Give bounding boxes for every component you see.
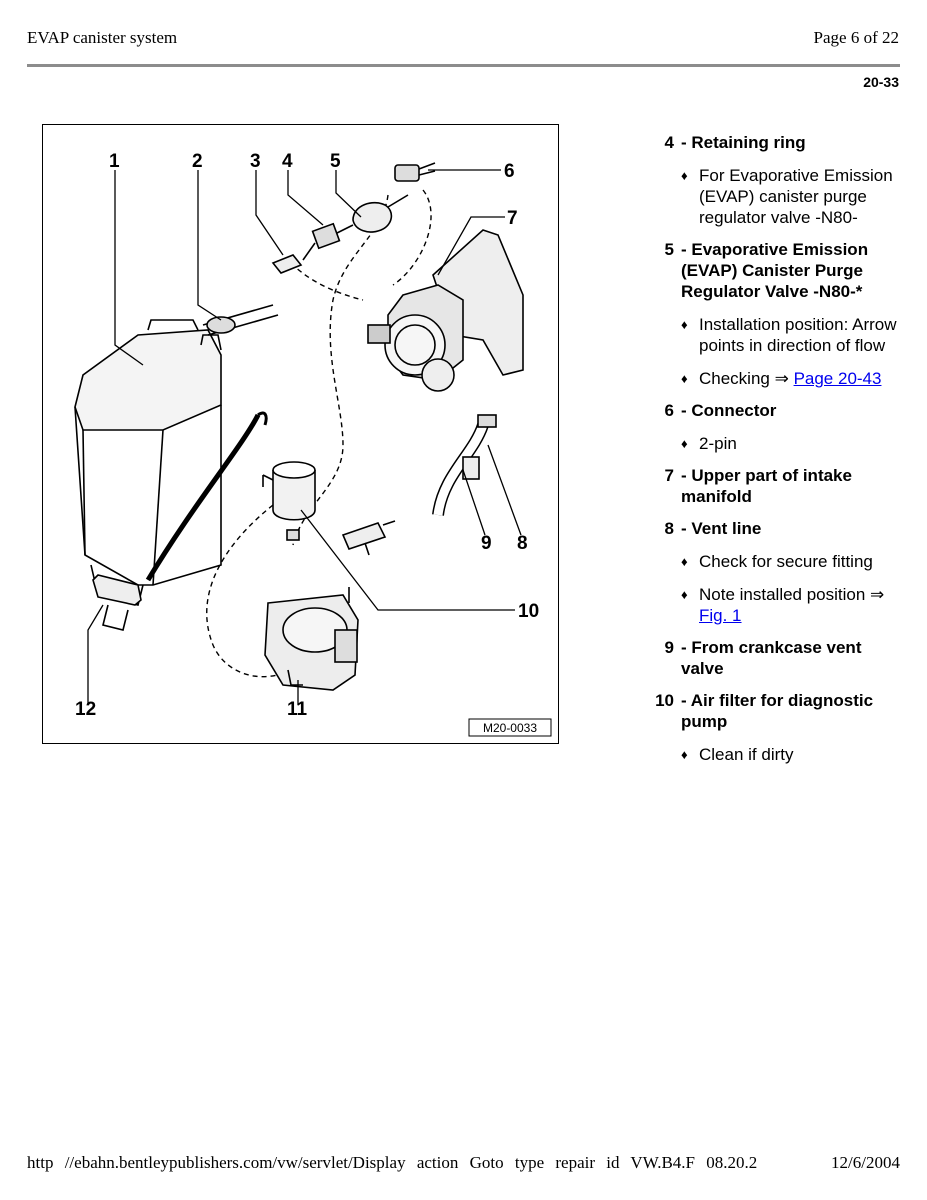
page-indicator: Page 6 of 22 <box>813 28 899 47</box>
diamond-bullet-icon: ♦ <box>681 371 688 386</box>
legend-bullet: ♦ Installation position: Arrow points in … <box>681 314 904 356</box>
evap-system-diagram: 1 2 3 4 5 6 7 8 9 10 11 12 M20-0033 <box>42 124 559 744</box>
legend-bullet: ♦ Checking ⇒ Page 20-43 <box>681 368 904 389</box>
legend-title: Connector <box>691 401 777 420</box>
header-divider <box>27 64 900 67</box>
callout-1: 1 <box>109 151 120 172</box>
legend-bullet: ♦ Check for secure fitting <box>681 551 904 572</box>
legend-number: 7 <box>664 466 674 485</box>
intake-manifold <box>367 229 524 392</box>
callout-3: 3 <box>250 151 261 172</box>
diamond-bullet-icon: ♦ <box>681 554 688 569</box>
legend-bullet: ♦ 2-pin <box>681 433 904 454</box>
footer-url: http //ebahn.bentleypublishers.com/vw/se… <box>27 1153 758 1172</box>
evap-canister <box>74 319 222 606</box>
legend-item-9: 9 - From crankcase vent valve <box>644 637 904 679</box>
fig-1-link[interactable]: Fig. 1 <box>699 606 742 625</box>
diamond-bullet-icon: ♦ <box>681 317 688 332</box>
hose-fitting <box>341 520 396 556</box>
legend-number: 4 <box>664 133 674 152</box>
bullet-text: Note installed position ⇒ <box>699 585 885 604</box>
legend-title: From crankcase vent valve <box>681 638 862 678</box>
diamond-bullet-icon: ♦ <box>681 747 688 762</box>
page-20-43-link[interactable]: Page 20-43 <box>793 369 882 388</box>
legend-item-4: 4 - Retaining ring ♦ For Evaporative Emis… <box>644 132 904 228</box>
callout-4: 4 <box>282 151 293 172</box>
callout-6: 6 <box>504 161 515 182</box>
callout-2: 2 <box>192 151 203 172</box>
diamond-bullet-icon: ♦ <box>681 587 688 602</box>
diagnostic-pump <box>264 587 359 691</box>
legend-title: Evaporative Emission (EVAP) Canister Pur… <box>681 240 869 301</box>
legend-number: 10 <box>655 691 674 710</box>
callout-12: 12 <box>75 699 96 720</box>
legend-number: 8 <box>664 519 674 538</box>
canister-pipe-cap <box>202 304 279 336</box>
callout-11: 11 <box>287 699 308 720</box>
diamond-bullet-icon: ♦ <box>681 436 688 451</box>
legend-number: 6 <box>664 401 674 420</box>
legend-separator: - <box>681 466 692 485</box>
bullet-text: 2-pin <box>699 434 737 453</box>
legend-title: Upper part of intake manifold <box>681 466 852 506</box>
legend-bullet: ♦ Clean if dirty <box>681 744 904 765</box>
legend-separator: - <box>681 401 692 420</box>
legend-separator: - <box>681 133 692 152</box>
bullet-text: Installation position: Arrow points in d… <box>699 315 897 355</box>
callout-8: 8 <box>517 533 528 554</box>
legend-number: 9 <box>664 638 674 657</box>
document-title: EVAP canister system <box>27 28 178 47</box>
legend-item-7: 7 - Upper part of intake manifold <box>644 465 904 507</box>
legend-separator: - <box>681 638 692 657</box>
legend-bullet: ♦ Note installed position ⇒ Fig. 1 <box>681 584 904 626</box>
legend-item-8: 8 - Vent line ♦Check for secure fitting … <box>644 518 904 626</box>
canister-valve <box>92 574 142 631</box>
parts-legend: 4 - Retaining ring ♦ For Evaporative Emis… <box>644 132 904 776</box>
diamond-bullet-icon: ♦ <box>681 168 688 183</box>
bullet-text: For Evaporative Emission (EVAP) canister… <box>699 166 893 227</box>
legend-item-5: 5 - Evaporative Emission (EVAP) Canister… <box>644 239 904 389</box>
bullet-text: Checking ⇒ <box>699 369 794 388</box>
connector-plug <box>394 162 436 182</box>
legend-number: 5 <box>664 240 674 259</box>
legend-separator: - <box>681 519 692 538</box>
legend-title: Vent line <box>691 519 762 538</box>
callout-9: 9 <box>481 533 492 554</box>
legend-bullet: ♦ For Evaporative Emission (EVAP) caniste… <box>681 165 904 228</box>
vent-hoses <box>432 414 497 516</box>
air-filter <box>262 461 316 541</box>
legend-separator: - <box>681 240 692 259</box>
legend-title: Air filter for diagnostic pump <box>681 691 874 731</box>
purge-valve-assembly <box>271 194 409 274</box>
legend-title: Retaining ring <box>691 133 806 152</box>
legend-item-6: 6 - Connector ♦ 2-pin <box>644 400 904 454</box>
legend-item-10: 10 - Air filter for diagnostic pump ♦ Cle… <box>644 690 904 765</box>
callout-7: 7 <box>507 208 518 229</box>
figure-id-label: M20-0033 <box>483 721 537 735</box>
legend-separator: - <box>681 691 691 710</box>
footer-date: 12/6/2004 <box>831 1153 900 1172</box>
bullet-text: Check for secure fitting <box>699 552 873 571</box>
callout-leaders <box>87 169 522 705</box>
bullet-text: Clean if dirty <box>699 745 794 764</box>
callout-10: 10 <box>518 601 539 622</box>
callout-5: 5 <box>330 151 341 172</box>
section-number: 20-33 <box>863 74 899 90</box>
